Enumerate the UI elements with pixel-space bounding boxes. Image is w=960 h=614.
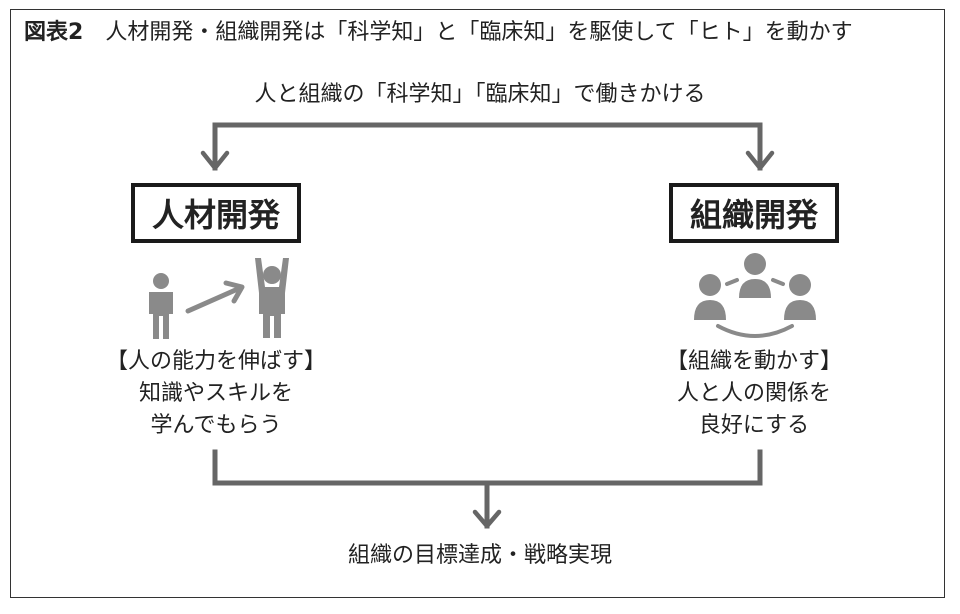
right-description-line: 【組織を動かす】 <box>665 349 842 374</box>
figure-label: 図表2 <box>24 20 84 45</box>
figure-title-text: 人材開発・組織開発は「科学知」と「臨床知」を駆使して「ヒト」を動かす <box>105 20 853 45</box>
bottom-bracket-connector <box>212 449 763 529</box>
arrow-down-left-icon <box>200 150 230 171</box>
team-connection-lines <box>716 278 794 338</box>
bottom-caption: 組織の目標達成・戦略実現 <box>347 543 612 568</box>
human-resource-development-box: 人材開発 <box>131 183 301 243</box>
team-people-icon <box>694 253 816 320</box>
left-description-line: 【人の能力を伸ばす】 <box>105 349 326 374</box>
figure-title: 図表2 人材開発・組織開発は「科学知」と「臨床知」を駆使して「ヒト」を動かす <box>24 18 853 48</box>
right-description-line: 人と人の関係を <box>676 381 831 406</box>
person-cheering-icon <box>255 258 289 338</box>
top-caption: 人と組織の「科学知」「臨床知」で働きかける <box>254 82 706 107</box>
person-standing-icon <box>149 273 173 339</box>
right-description: 【組織を動かす】 人と人の関係を 良好にする <box>624 346 884 442</box>
right-description-line: 良好にする <box>698 413 810 438</box>
growth-arrow-icon <box>185 280 245 314</box>
figure-frame <box>10 9 945 598</box>
organization-development-box: 組織開発 <box>669 183 839 243</box>
arrow-down-center-icon <box>472 509 502 529</box>
left-description-line: 学んでもらう <box>150 413 282 438</box>
left-description: 【人の能力を伸ばす】 知識やスキルを 学んでもらう <box>86 346 346 442</box>
arrow-down-right-icon <box>745 150 775 171</box>
left-description-line: 知識やスキルを <box>138 381 293 406</box>
top-bracket-connector <box>212 122 763 171</box>
